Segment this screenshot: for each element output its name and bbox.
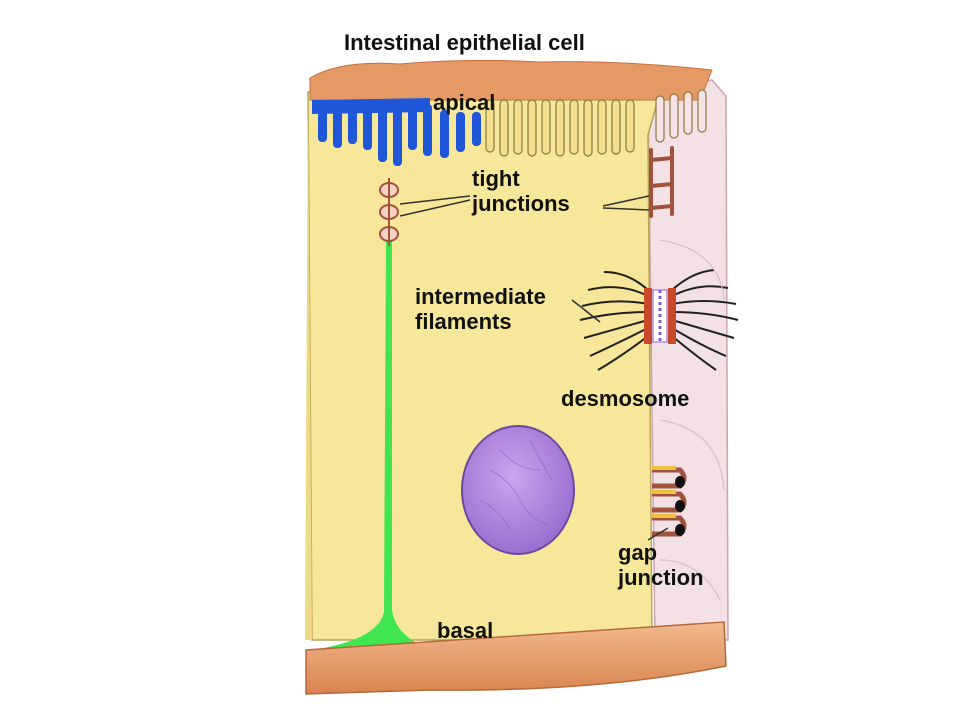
basement-membrane (305, 621, 727, 695)
gap-junction-pointer (647, 527, 669, 541)
label-gap-junction: gap junction (618, 540, 704, 591)
apical-surface (309, 59, 713, 101)
tight-junction-right (649, 146, 674, 218)
label-gap-line2: junction (618, 565, 704, 591)
label-apical: apical (433, 90, 496, 115)
intermediate-filaments (579, 269, 739, 371)
label-tight-junctions: tight junctions (472, 166, 570, 217)
filament-pointer (571, 299, 601, 323)
label-tight-line2: junctions (472, 191, 570, 217)
neighbor-contours (659, 239, 725, 601)
tight-junction-pointers (399, 195, 650, 217)
label-intermediate-line1: intermediate (415, 284, 546, 309)
diagram-title: Intestinal epithelial cell (344, 30, 585, 55)
gap-junction (652, 466, 687, 537)
label-intermediate-line2: filaments (415, 309, 512, 335)
microvilli (485, 89, 707, 157)
apical-membrane-blue (312, 98, 481, 166)
label-desmosome: desmosome (561, 386, 690, 411)
desmosome-plaque (644, 288, 676, 344)
label-intermediate-filaments: intermediate filaments (415, 284, 546, 335)
label-tight-line1: tight (472, 166, 520, 191)
label-gap-line1: gap (618, 540, 658, 565)
nucleus-texture (479, 439, 553, 531)
left-cell-edge (305, 92, 312, 640)
label-basal: basal (437, 618, 494, 643)
nucleus (461, 425, 575, 555)
